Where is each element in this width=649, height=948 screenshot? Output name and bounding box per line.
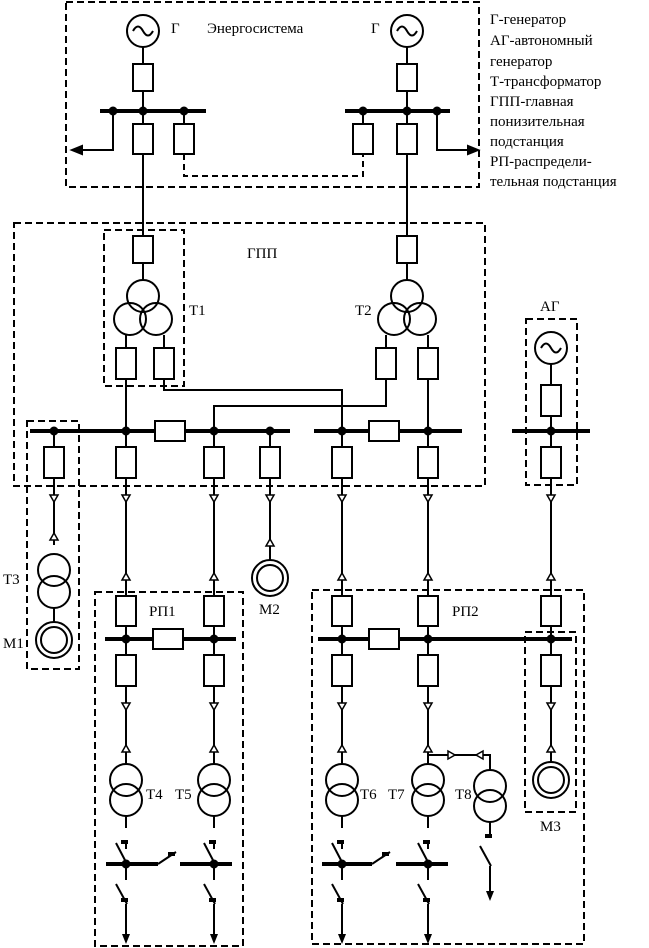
breaker-box [43,446,65,479]
legend: Г-генератор АГ-автономный генератор Т-тр… [490,12,617,190]
breaker-box [540,595,562,627]
breaker-box [352,123,374,155]
motor-m1-icon [35,621,73,659]
m2-equipment [251,559,289,597]
sine-icon [540,342,562,354]
label-m2: М2 [259,602,280,618]
breaker-box [132,235,154,264]
rp1-equipment [105,595,236,938]
breaker-box [153,347,175,380]
transformer-t4-icon [109,763,143,797]
rp2-equipment [318,595,572,938]
ag-equipment [512,331,590,479]
section-breaker-box [368,420,400,442]
cable-terminations [48,494,557,581]
gpp-region [13,222,486,487]
reserve-link [183,154,364,177]
breaker-box [115,446,137,479]
label-m3: М3 [540,819,561,835]
breaker-box [115,347,137,380]
t3-m1-equipment [35,553,73,659]
breaker-box [331,654,353,687]
label-t1: Т1 [189,303,206,319]
legend-line: тельная подстанция [490,174,617,190]
sine-icon [132,25,154,37]
legend-line: понизительная [490,114,585,130]
label-t8: Т8 [455,787,472,803]
breaker-box [203,654,225,687]
breaker-box [331,446,353,479]
breaker-box [540,384,562,417]
t3-m1-region [26,420,80,670]
legend-line: АГ-автономный [490,33,593,49]
sine-icon [396,25,418,37]
transformer-t3-icon [37,553,71,587]
rp1-region [94,591,244,947]
breaker-box [173,123,195,155]
breaker-box [115,595,137,627]
label-generator-left: Г [171,21,180,37]
label-gpp: ГПП [247,246,278,262]
label-t4: Т4 [146,787,163,803]
legend-line: РП-распредели- [490,154,592,170]
rp-terminations [120,702,557,761]
section-breaker-box [368,628,400,650]
legend-line: генератор [490,54,552,70]
legend-line: ГПП-главная [490,94,574,110]
breaker-box [396,63,418,92]
label-energosystem: Энергосистема [207,21,304,37]
transformer-t1-icon [126,279,160,313]
transformer-t7-icon [411,763,445,797]
transformer-t2-icon [390,279,424,313]
legend-line: Г-генератор [490,12,566,28]
breaker-box [115,654,137,687]
breaker-box [259,446,281,479]
label-ag: АГ [540,299,560,315]
label-t7: Т7 [388,787,405,803]
label-t2: Т2 [355,303,372,319]
transformer-t6-icon [325,763,359,797]
label-m1: М1 [3,636,24,652]
breaker-box [331,595,353,627]
lv-fuses [121,834,492,902]
section-breaker-box [152,628,184,650]
transformer-t5-icon [197,763,231,797]
label-rp2: РП2 [452,604,479,620]
transformer-t8-icon [473,769,507,803]
labels: Г Энергосистема Г ГПП АГ Т1 Т2 Т3 М1 М2 … [3,21,561,835]
breaker-box [396,235,418,264]
energosystem-region [65,1,480,188]
section-breaker-box [154,420,186,442]
breaker-box [375,347,397,380]
breaker-box [417,595,439,627]
breaker-box [132,123,154,155]
motor-m3-icon [532,761,570,799]
gpp-equipment [30,235,462,479]
label-rp1: РП1 [149,604,176,620]
legend-line: подстанция [490,134,564,150]
breaker-box [417,654,439,687]
breaker-box [417,347,439,380]
label-t3: Т3 [3,572,20,588]
motor-m2-icon [251,559,289,597]
outgoing-arrows [122,891,494,944]
energosystem-equipment [69,14,481,236]
breaker-box [540,446,562,479]
breaker-box [417,446,439,479]
label-t5: Т5 [175,787,192,803]
rp2-region [311,589,585,945]
breaker-box [203,595,225,627]
breaker-box [203,446,225,479]
label-t6: Т6 [360,787,377,803]
breaker-box [540,654,562,687]
breaker-box [132,63,154,92]
breaker-box [396,123,418,155]
label-generator-right: Г [371,21,380,37]
legend-line: Т-трансформатор [490,74,601,90]
ag-region [525,318,578,486]
